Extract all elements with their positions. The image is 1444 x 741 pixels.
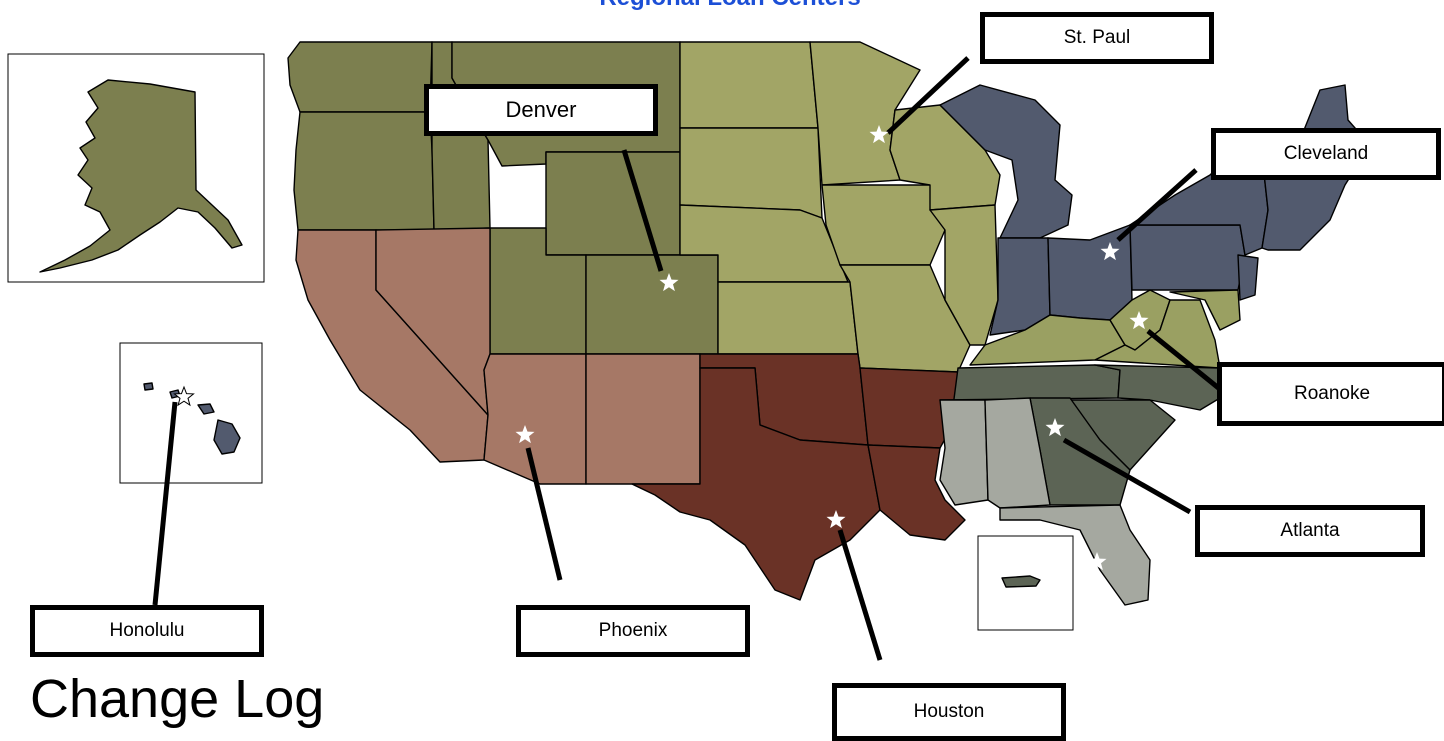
state-alaska [39,79,243,273]
state-north-dakota [679,41,819,129]
leader-line-denver [621,149,664,272]
center-label-phoenix: Phoenix [516,605,750,657]
hawaii-inset [119,342,263,484]
leader-lines [152,56,1223,661]
center-star-houston [826,510,846,529]
leader-line-roanoke [1146,329,1223,392]
state-arizona [483,353,587,485]
center-label-text: Honolulu [109,620,185,641]
state-illinois [929,204,999,346]
state-alabama [984,397,1051,509]
center-label-text: Atlanta [1280,520,1340,541]
state-new-mexico [585,353,701,485]
center-label-atlanta: Atlanta [1195,505,1425,557]
center-label-denver: Denver [424,84,658,136]
state-kansas [717,281,859,355]
state-hawaii-maui [197,403,215,415]
state-pennsylvania [1129,224,1246,291]
state-colorado [585,254,719,355]
center-star-st-paul [869,125,889,144]
center-label-text: Denver [505,97,577,122]
center-star-phoenix [515,425,535,444]
center-star-florida [1087,552,1107,571]
leader-line-atlanta [1062,437,1192,515]
leader-line-honolulu [152,401,178,606]
leader-line-st-paul [886,56,970,135]
state-washington [287,41,433,113]
state-wyoming [545,151,681,256]
center-label-text: Houston [913,701,985,722]
state-iowa [821,184,946,266]
state-virginia [1094,299,1221,369]
territory-puerto-rico [1001,575,1041,588]
leader-line-cleveland [1116,168,1198,242]
state-new-jersey [1237,254,1259,301]
leader-line-phoenix [525,447,563,581]
state-hawaii-big-island [213,419,241,455]
state-louisiana [867,444,966,541]
center-label-honolulu: Honolulu [30,605,264,657]
center-star-cleveland [1100,242,1120,261]
center-label-text: Phoenix [598,620,668,641]
center-star-honolulu [173,385,195,407]
center-label-text: Cleveland [1283,143,1369,164]
page-heading: Change Log [30,669,325,729]
state-texas [631,367,881,601]
state-mississippi [939,399,989,506]
center-label-st-paul: St. Paul [980,12,1214,64]
center-label-text: St. Paul [1063,27,1131,48]
state-south-dakota [679,127,823,219]
state-florida [999,504,1151,606]
state-oregon [293,111,435,231]
state-hawaii-kauai [143,382,154,391]
center-star-denver [659,273,679,292]
state-michigan [939,84,1073,239]
center-label-roanoke: Roanoke [1217,362,1444,426]
leader-line-houston [837,529,883,661]
center-star-atlanta [1045,418,1065,437]
center-label-text: Roanoke [1293,383,1371,404]
state-maryland-delaware [1169,289,1241,331]
center-label-houston: Houston [832,683,1066,741]
center-stars [173,125,1149,571]
alaska-inset [7,53,265,283]
center-star-roanoke [1129,311,1149,330]
map-title: Regional Loan Centers [500,0,960,12]
center-label-cleveland: Cleveland [1211,128,1441,180]
puerto-rico-inset [977,535,1074,631]
